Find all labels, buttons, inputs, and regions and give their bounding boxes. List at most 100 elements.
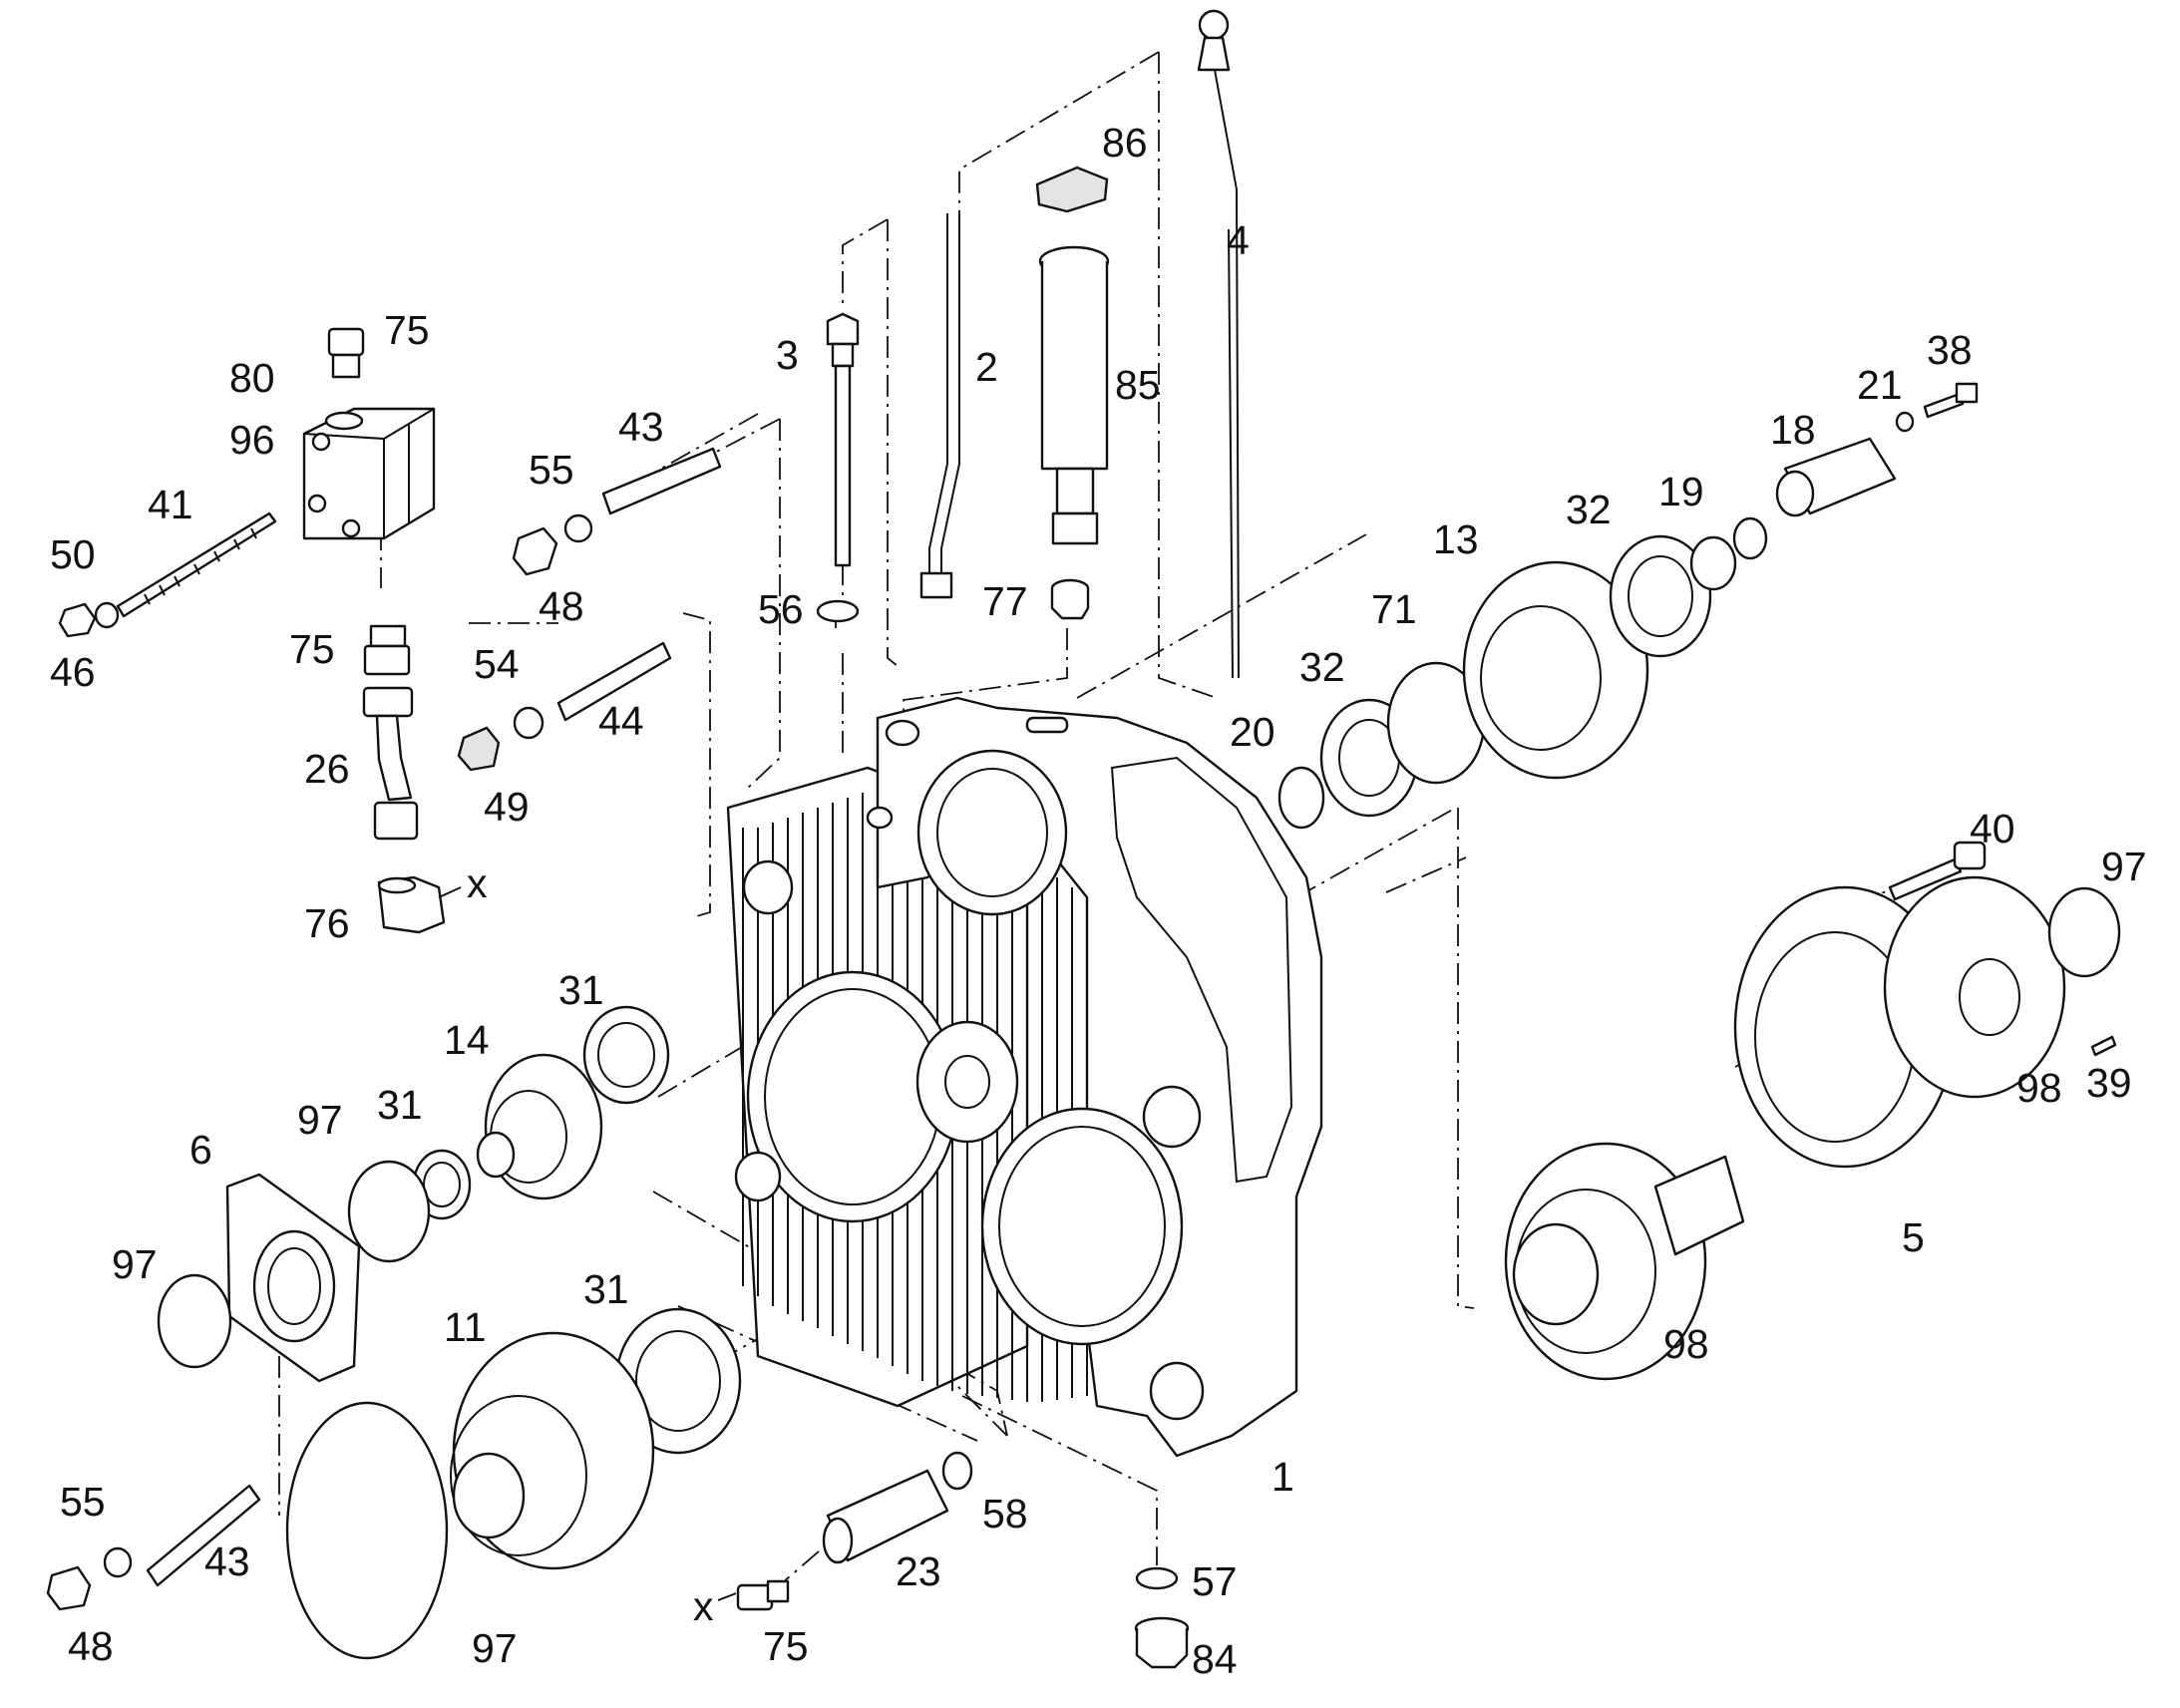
callout-97-left: 97	[112, 1241, 158, 1287]
washer-54	[513, 706, 545, 740]
callout-71: 71	[1371, 586, 1417, 632]
callout-13: 13	[1433, 516, 1479, 562]
sleeve-23	[822, 1469, 949, 1564]
gear-14	[476, 1053, 603, 1200]
callout-77: 77	[982, 578, 1028, 624]
nut-49	[457, 726, 501, 772]
callout-97-right: 97	[2101, 844, 2147, 889]
callout-55-bottom: 55	[60, 1479, 106, 1525]
callout-43-top: 43	[618, 404, 664, 450]
fitting-75-mid	[363, 624, 411, 676]
valve-block	[302, 407, 436, 540]
fitting-75-top	[327, 327, 365, 379]
nut-48-top	[512, 526, 558, 576]
nut-48-bottom	[46, 1565, 92, 1611]
callout-58: 58	[982, 1491, 1028, 1537]
circlip-20	[1277, 766, 1325, 830]
callout-2: 2	[975, 344, 998, 390]
bearing-31-upper	[582, 1005, 670, 1105]
callout-84: 84	[1192, 1636, 1238, 1682]
callout-20: 20	[1230, 709, 1275, 755]
gear-11	[450, 1331, 655, 1570]
callout-55-top: 55	[529, 447, 574, 493]
callout-97-large: 97	[472, 1625, 518, 1671]
callout-44: 44	[598, 698, 644, 744]
bent-pipe-26	[362, 686, 419, 841]
callout-18: 18	[1770, 407, 1816, 453]
o-ring-97-large	[285, 1401, 449, 1660]
callout-86: 86	[1102, 120, 1148, 166]
callout-46: 46	[50, 649, 96, 695]
callout-26: 26	[304, 746, 350, 792]
callout-57: 57	[1192, 1558, 1238, 1604]
planetary-gear-98	[1504, 1142, 1745, 1381]
callout-19: 19	[1658, 469, 1704, 514]
callout-40: 40	[1970, 806, 2015, 852]
callout-38: 38	[1927, 327, 1973, 373]
callout-50: 50	[50, 531, 96, 577]
seal-ring-58	[941, 1451, 973, 1491]
callout-32-front: 32	[1299, 644, 1345, 690]
washer-55-bottom	[103, 1546, 133, 1578]
callout-97-small: 97	[297, 1097, 343, 1143]
ring-19b	[1732, 516, 1768, 560]
callout-49: 49	[484, 784, 530, 830]
callout-48-top: 48	[539, 583, 584, 629]
washer-21	[1895, 411, 1915, 433]
callout-labels: 1 2 3 4 5 6 11 13 14 18 19 20 21 23 26 3…	[50, 120, 2147, 1682]
o-ring-97-left	[157, 1273, 232, 1369]
gearbox-housing	[726, 696, 1323, 1458]
plug-84	[1134, 1616, 1190, 1669]
callout-98-plate: 98	[2016, 1065, 2062, 1111]
breather-cap	[1035, 166, 1109, 213]
nut-46	[58, 602, 97, 638]
bearing-32-rear	[1609, 534, 1712, 658]
callout-41: 41	[148, 482, 193, 527]
callout-23: 23	[896, 1548, 941, 1594]
callout-31-lower: 31	[583, 1266, 629, 1312]
seal-ring-57	[1135, 1566, 1179, 1590]
callout-14: 14	[444, 1017, 490, 1063]
callout-75-bottom: 75	[763, 1623, 809, 1669]
long-bolt	[826, 312, 860, 567]
callout-96: 96	[229, 417, 275, 463]
shaft-18	[1775, 437, 1897, 517]
screw-39	[2090, 1035, 2117, 1057]
callout-98-planetary: 98	[1663, 1321, 1709, 1367]
washer-55-top	[563, 513, 593, 543]
callout-32-rear: 32	[1566, 487, 1612, 532]
callout-76: 76	[304, 900, 350, 946]
callout-11: 11	[444, 1304, 487, 1350]
oil-pipe	[919, 213, 960, 599]
callout-5: 5	[1902, 1214, 1925, 1260]
callout-1: 1	[1272, 1454, 1294, 1500]
callout-4: 4	[1227, 217, 1250, 263]
callout-56: 56	[758, 586, 804, 632]
plate-98-right	[1883, 875, 2066, 1099]
filler-tube	[1038, 245, 1110, 545]
fitting-75-bottom	[736, 1579, 790, 1611]
callout-54: 54	[474, 641, 520, 687]
callout-39: 39	[2086, 1060, 2132, 1106]
callout-6: 6	[189, 1127, 212, 1173]
seal-ring-56	[816, 599, 860, 623]
callout-75-mid: 75	[289, 626, 335, 672]
o-ring-97-right	[2047, 886, 2121, 978]
x-leader-elbow	[438, 886, 462, 898]
callout-43-bottom: 43	[204, 1538, 250, 1584]
callout-85: 85	[1115, 362, 1161, 408]
callout-48-bottom: 48	[68, 1623, 114, 1669]
plug-77	[1050, 578, 1090, 620]
elbow-fitting-76	[377, 875, 446, 934]
callout-31-mid: 31	[377, 1082, 423, 1128]
stud-43-top	[601, 447, 722, 515]
stud-43-bottom	[146, 1484, 261, 1587]
gear-13	[1462, 560, 1649, 780]
cover-6	[225, 1173, 361, 1383]
washer-50	[94, 601, 120, 629]
callout-80: 80	[229, 355, 275, 401]
callout-3: 3	[776, 332, 799, 378]
callout-21: 21	[1857, 362, 1903, 408]
o-ring-97-small	[347, 1160, 431, 1263]
